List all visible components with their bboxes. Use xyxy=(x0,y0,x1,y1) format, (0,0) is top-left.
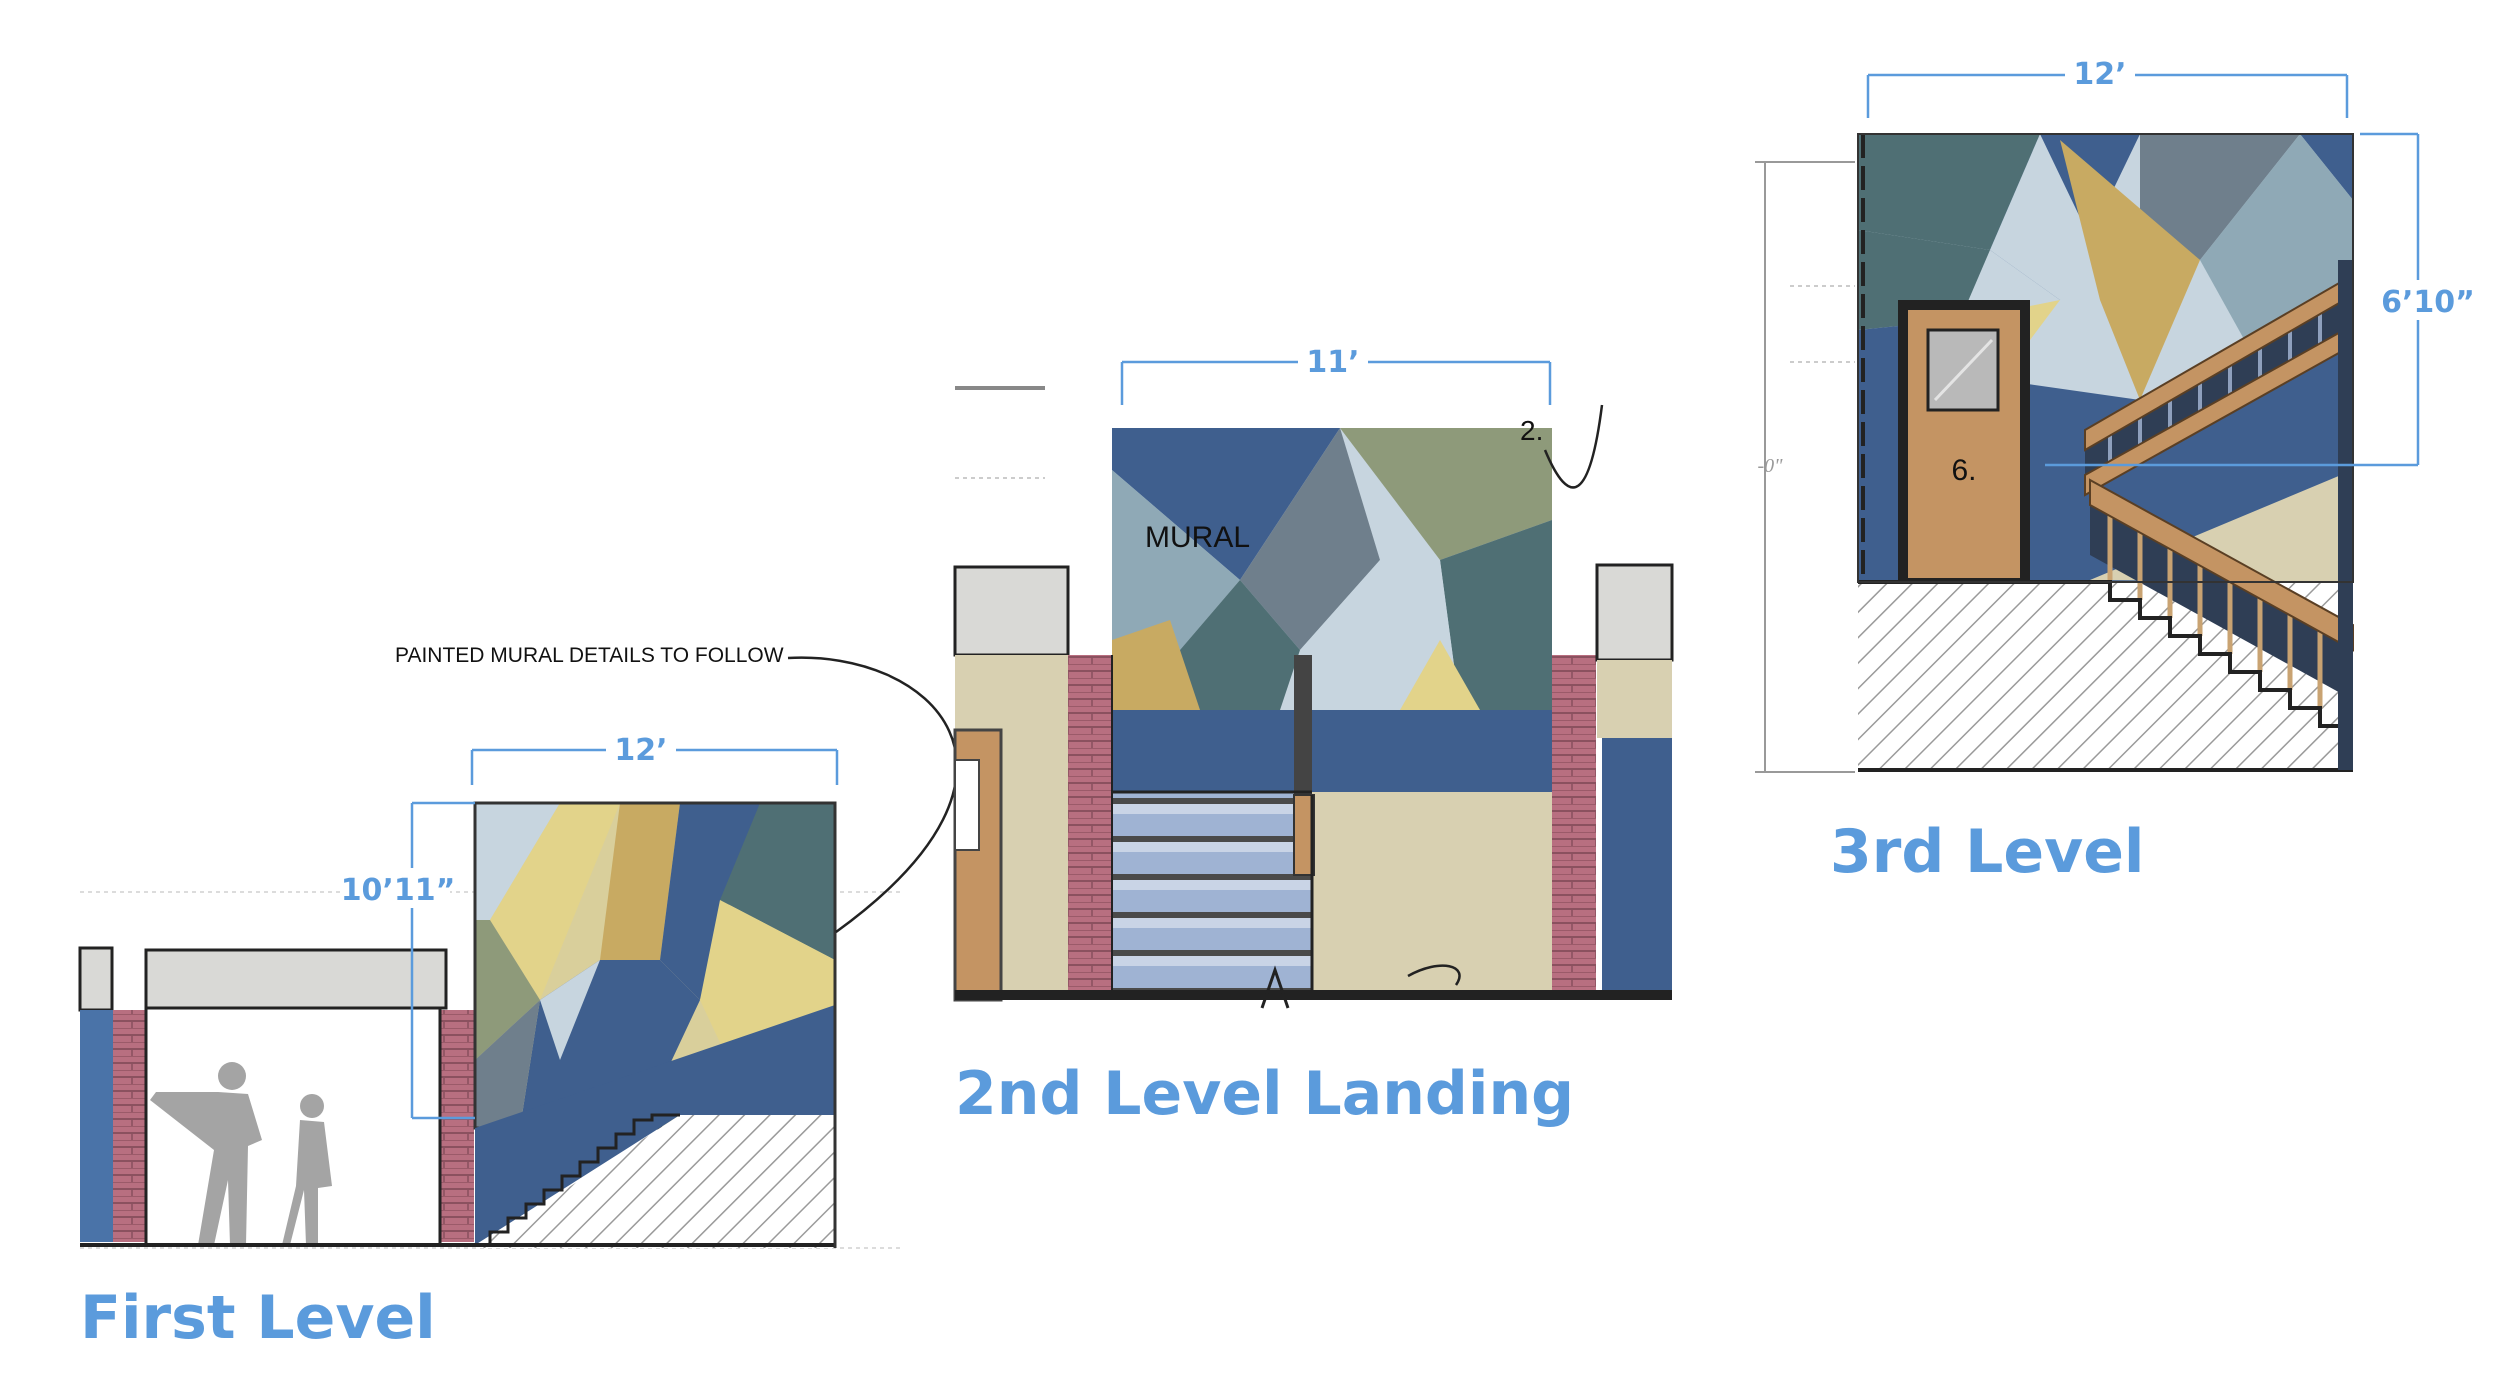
people-silhouettes xyxy=(150,1062,332,1245)
brick-column xyxy=(1068,655,1112,1000)
third-level-title: 3rd Level xyxy=(1830,817,2144,887)
tag-number: 2. xyxy=(1520,415,1543,446)
mural-note: PAINTED MURAL DETAILS TO FOLLOW xyxy=(395,644,784,667)
door-6: 6. xyxy=(1898,300,2030,582)
stair-treads xyxy=(1112,792,1312,1000)
brick-column xyxy=(113,1010,147,1242)
ceiling-soffit xyxy=(144,948,448,1010)
lockers xyxy=(80,1010,114,1242)
second-level-elevation: 11’ MURAL 2. 2nd Level Landing xyxy=(953,342,1674,1129)
first-level-elevation: 12’ 10’11” PAINTED MURAL DETAILS TO FOLL… xyxy=(78,644,959,1353)
wall-blue xyxy=(1602,738,1672,1000)
third-level-width-label: 12’ xyxy=(2073,57,2126,92)
ceiling-soffit xyxy=(78,946,114,1012)
stair-hatch xyxy=(480,1115,835,1248)
first-level-width-label: 12’ xyxy=(614,733,667,768)
dimension-side: -0" xyxy=(1755,161,1855,773)
first-level-height-label: 10’11” xyxy=(341,873,456,908)
floor-line xyxy=(955,990,1672,1000)
third-level-height-label: 6’10” xyxy=(2381,285,2475,320)
dimension-width: 12’ xyxy=(470,730,839,785)
door-tag: 6. xyxy=(1951,454,1976,487)
landing-wall xyxy=(1312,792,1552,1000)
side-dimension-label: -0" xyxy=(1757,455,1783,477)
tag-leader xyxy=(1543,404,1604,489)
post xyxy=(1294,655,1312,795)
dimension-height: 10’11” xyxy=(340,801,475,1120)
dimension-height: 6’10” xyxy=(2045,132,2478,467)
second-level-width-label: 11’ xyxy=(1306,345,1359,380)
ceiling-soffit xyxy=(953,565,1070,657)
second-level-mural xyxy=(1112,428,1552,710)
ceiling-soffit xyxy=(1595,563,1674,662)
stair-wall-band xyxy=(475,1005,835,1245)
wall-blue-band xyxy=(1112,710,1552,792)
stair-profile xyxy=(480,1113,680,1247)
second-level-title: 2nd Level Landing xyxy=(955,1059,1574,1129)
mural-label: MURAL xyxy=(1145,521,1250,554)
dimension-width: 12’ xyxy=(1866,55,2349,118)
brick-column xyxy=(1552,655,1596,1000)
first-level-title: First Level xyxy=(80,1283,436,1353)
third-level-elevation: -0" xyxy=(1755,55,2478,887)
stair-railing xyxy=(2084,260,2354,770)
brick-column xyxy=(440,1010,474,1242)
dimension-width: 11’ xyxy=(1120,342,1552,405)
leader-line xyxy=(787,656,959,934)
